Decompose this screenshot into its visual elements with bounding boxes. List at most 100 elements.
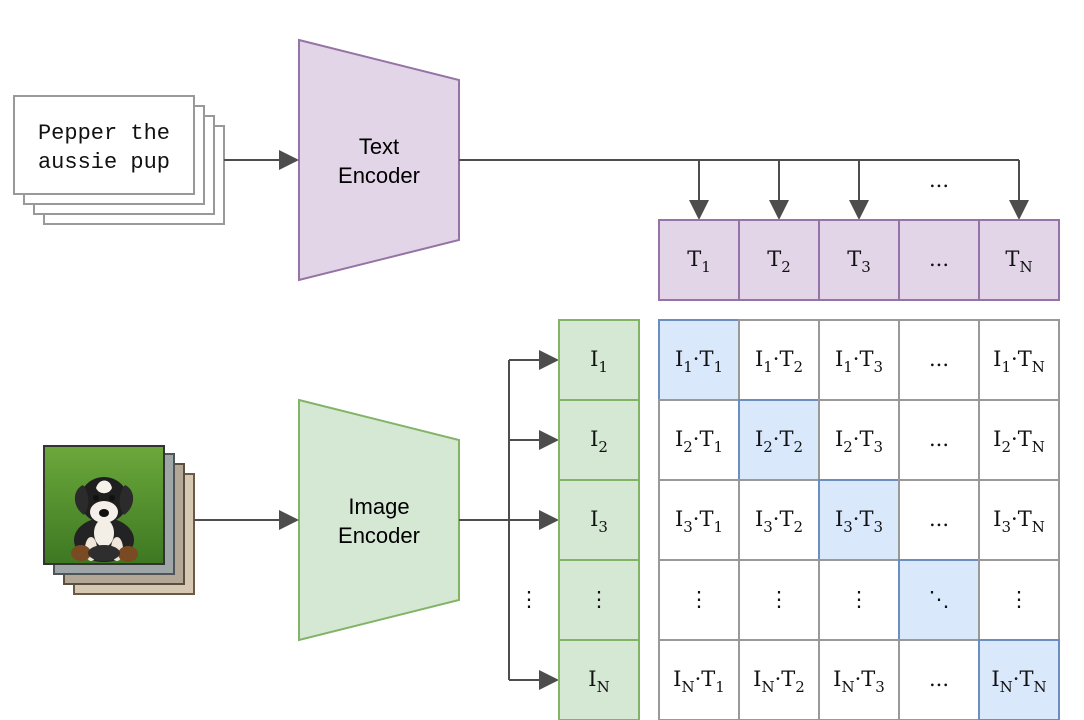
label-subscript: N xyxy=(597,678,610,696)
label-base: ... xyxy=(929,247,949,271)
cell-part: I xyxy=(675,427,683,451)
matrix-diagonal-cell xyxy=(658,319,740,401)
text-card-front xyxy=(13,95,195,195)
matrix-diagonal-cell xyxy=(898,559,980,641)
cell-part: I xyxy=(993,347,1001,371)
cell-part: · xyxy=(773,427,780,451)
cell-symbol: ⋮ xyxy=(849,587,870,611)
text-input-line-1: Pepper the xyxy=(38,121,170,146)
cell-part: 2 xyxy=(794,518,804,536)
cell-part: · xyxy=(1011,427,1018,451)
cell-part: · xyxy=(1013,667,1020,691)
text-embedding-label: TN xyxy=(1005,247,1032,276)
image-encoder-label-line-1: Image xyxy=(348,494,409,519)
cell-part: 3 xyxy=(875,678,885,696)
label-base: I xyxy=(590,347,598,371)
label-subscript: 1 xyxy=(598,358,608,376)
text-encoder-label-line-1: Text xyxy=(359,134,399,159)
matrix-cell-label: ⋮ xyxy=(849,587,870,611)
matrix-cell-label: ⋮ xyxy=(769,587,790,611)
cell-part: N xyxy=(1032,358,1045,376)
matrix-cell xyxy=(978,479,1060,561)
cell-symbol: ... xyxy=(929,667,949,691)
cell-part: N xyxy=(761,678,774,696)
cell-part: 2 xyxy=(763,438,773,456)
cell-part: T xyxy=(1018,427,1032,451)
text-embedding-label: T1 xyxy=(687,247,711,276)
matrix-cell-label: I2·T1 xyxy=(675,427,723,456)
text-input-stack: Pepper the aussie pup xyxy=(13,95,225,225)
cell-part: I xyxy=(835,507,843,531)
image-encoder: Image Encoder xyxy=(298,398,460,642)
cell-symbol: ... xyxy=(929,347,949,371)
cell-part: 3 xyxy=(763,518,773,536)
image-embedding-cell xyxy=(558,639,640,720)
cell-part: 3 xyxy=(843,518,853,536)
cell-part: 2 xyxy=(795,678,805,696)
matrix-cell-label: I3·TN xyxy=(993,507,1045,536)
cell-part: T xyxy=(699,427,713,451)
label-subscript: N xyxy=(1019,258,1032,276)
cell-part: I xyxy=(675,347,683,371)
cell-part: I xyxy=(993,507,1001,531)
matrix-cell-label: I1·T3 xyxy=(835,347,883,376)
matrix-cell-label: I3·T1 xyxy=(675,507,723,536)
matrix-cell-label: I2·T2 xyxy=(755,427,803,456)
cell-part: 2 xyxy=(1001,438,1011,456)
cell-part: · xyxy=(693,507,700,531)
cell-part: T xyxy=(1019,667,1033,691)
text-embedding-cell xyxy=(738,219,820,301)
image-embedding-cell xyxy=(558,319,640,401)
cell-symbol: ⋮ xyxy=(1009,587,1030,611)
cell-part: 1 xyxy=(715,678,725,696)
text-embedding-cell xyxy=(898,219,980,301)
label-base: I xyxy=(590,507,598,531)
cell-part: T xyxy=(779,427,793,451)
connectors xyxy=(194,150,1029,690)
cell-part: · xyxy=(853,507,860,531)
text-input-line-2: aussie pup xyxy=(38,150,170,175)
matrix-cell-label: I3·T2 xyxy=(755,507,803,536)
cell-part: · xyxy=(1011,347,1018,371)
cell-part: T xyxy=(1018,347,1032,371)
matrix-cell xyxy=(738,639,820,720)
text-embedding-label: ... xyxy=(929,247,949,271)
cell-part: 3 xyxy=(874,518,884,536)
cell-part: · xyxy=(693,427,700,451)
cell-part: T xyxy=(699,347,713,371)
cell-part: N xyxy=(1032,518,1045,536)
matrix-cell xyxy=(738,559,820,641)
label-base: I xyxy=(588,667,596,691)
cell-part: I xyxy=(833,667,841,691)
matrix-cell xyxy=(818,319,900,401)
cell-part: T xyxy=(861,667,875,691)
cell-part: I xyxy=(673,667,681,691)
cell-part: I xyxy=(993,427,1001,451)
cell-part: 3 xyxy=(1001,518,1011,536)
cell-part: T xyxy=(1018,507,1032,531)
label-base: T xyxy=(1005,247,1019,271)
cell-part: 2 xyxy=(794,358,804,376)
image-arrow-ellipsis: ⋮ xyxy=(519,587,540,611)
cell-part: 3 xyxy=(874,438,884,456)
matrix-cell xyxy=(658,639,740,720)
image-encoder-label-line-2: Encoder xyxy=(338,523,420,548)
matrix-cell-label: I1·T2 xyxy=(755,347,803,376)
cell-part: 1 xyxy=(714,518,724,536)
text-embedding-label: T2 xyxy=(767,247,791,276)
cell-symbol: ⋮ xyxy=(769,587,790,611)
image-embedding-label: I1 xyxy=(590,347,608,376)
label-subscript: 3 xyxy=(861,258,871,276)
matrix-cell xyxy=(738,319,820,401)
label-subscript: 1 xyxy=(701,258,711,276)
label-base: ⋮ xyxy=(589,587,610,611)
cell-part: I xyxy=(991,667,999,691)
cell-part: 1 xyxy=(714,438,724,456)
image-input-stack xyxy=(43,445,195,595)
label-base: T xyxy=(687,247,701,271)
cell-part: 2 xyxy=(794,438,804,456)
label-base: T xyxy=(847,247,861,271)
cell-part: · xyxy=(773,507,780,531)
